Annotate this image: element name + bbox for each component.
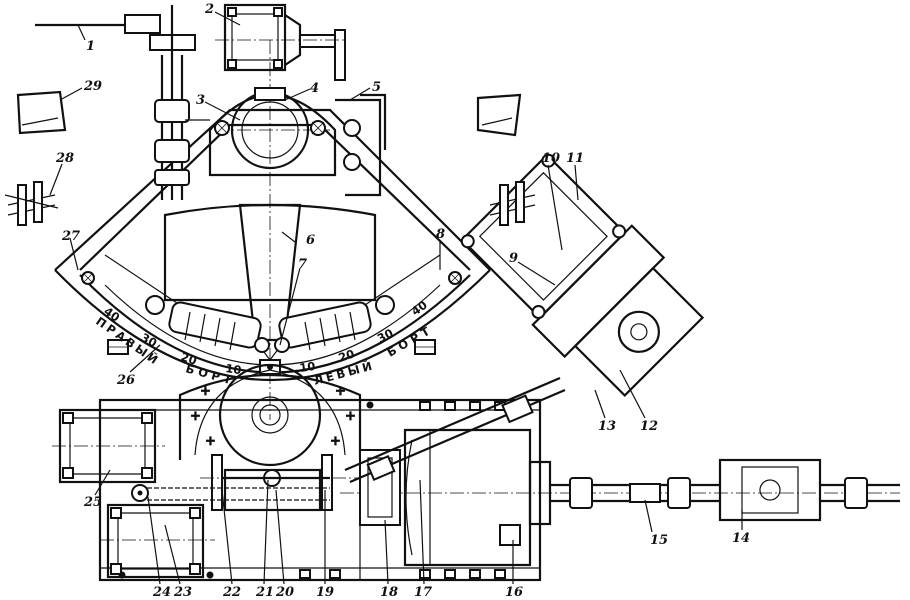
scale-tick-left-30: 30 bbox=[375, 326, 396, 346]
scale-tick-left-10: 10 bbox=[298, 359, 316, 375]
scale-tick-right-30: 30 bbox=[139, 330, 160, 350]
label-26: 26 bbox=[116, 373, 135, 388]
detail-view-right-cross bbox=[489, 181, 536, 226]
label-16: 16 bbox=[505, 585, 523, 600]
label-9: 9 bbox=[509, 251, 518, 266]
label-21: 21 bbox=[255, 585, 274, 600]
inclined-drive-shaft bbox=[344, 376, 566, 484]
label-13: 13 bbox=[598, 419, 616, 434]
hand-drive-column bbox=[35, 5, 210, 200]
label-7: 7 bbox=[298, 257, 307, 272]
motor-left-lower bbox=[100, 503, 215, 579]
label-29: 29 bbox=[83, 79, 102, 94]
label-6: 6 bbox=[306, 233, 315, 248]
label-23: 23 bbox=[173, 585, 192, 600]
scale-tick-right-10: 10 bbox=[225, 361, 243, 377]
label-24: 24 bbox=[152, 585, 171, 600]
svg-text:+: + bbox=[330, 434, 341, 449]
detail-view-left-top bbox=[16, 90, 67, 135]
label-11: 11 bbox=[566, 151, 584, 166]
shaft-coupling-unit bbox=[718, 458, 900, 522]
label-19: 19 bbox=[316, 585, 334, 600]
label-5: 5 bbox=[372, 80, 381, 95]
rudder-stock-head bbox=[208, 87, 337, 177]
worm-gear-unit: + + + + + + bbox=[178, 363, 362, 512]
bracket bbox=[334, 29, 387, 197]
svg-text:+: + bbox=[345, 409, 356, 424]
drive-shaft bbox=[550, 477, 720, 509]
svg-text:+: + bbox=[335, 384, 346, 399]
svg-text:+: + bbox=[200, 384, 211, 399]
scale-tick-left-20: 20 bbox=[337, 347, 357, 365]
motor-left-upper bbox=[52, 408, 165, 484]
scale-tick-left-40: 40 bbox=[409, 298, 430, 319]
callout-labels: 1 2 3 4 5 6 7 8 9 10 11 12 13 14 15 16 1… bbox=[55, 2, 750, 600]
label-14: 14 bbox=[732, 531, 750, 546]
label-8: 8 bbox=[436, 227, 445, 242]
detail-view-left-cross bbox=[4, 181, 59, 226]
label-12: 12 bbox=[640, 419, 658, 434]
label-18: 18 bbox=[380, 585, 398, 600]
chain-drive bbox=[131, 484, 330, 502]
label-17: 17 bbox=[414, 585, 432, 600]
label-3: 3 bbox=[196, 93, 205, 108]
motor-top bbox=[215, 3, 345, 72]
leader-lines bbox=[49, 11, 743, 585]
svg-text:+: + bbox=[205, 434, 216, 449]
inclined-motor-unit bbox=[460, 153, 705, 398]
label-22: 22 bbox=[222, 585, 241, 600]
label-1: 1 bbox=[86, 39, 95, 54]
label-10: 10 bbox=[542, 151, 560, 166]
scale-tick-right-20: 20 bbox=[179, 350, 199, 368]
spring-buffers bbox=[145, 295, 395, 353]
svg-text:+: + bbox=[190, 409, 201, 424]
label-2: 2 bbox=[204, 2, 214, 17]
label-28: 28 bbox=[55, 151, 74, 166]
label-15: 15 bbox=[650, 533, 668, 548]
label-4: 4 bbox=[310, 81, 319, 96]
label-27: 27 bbox=[61, 229, 80, 244]
label-20: 20 bbox=[275, 585, 294, 600]
label-25: 25 bbox=[83, 495, 102, 510]
detail-view-right-top bbox=[476, 93, 522, 137]
